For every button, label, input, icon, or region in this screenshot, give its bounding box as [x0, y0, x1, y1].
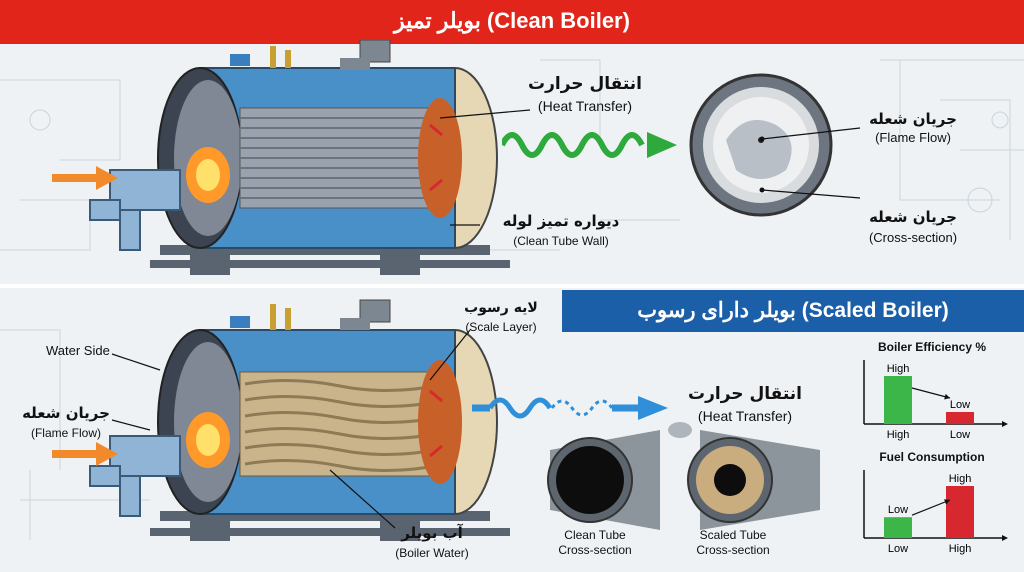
- category-label: Low: [950, 429, 970, 441]
- clean-boiler-title: بویلر تمیز (Clean Boiler): [394, 8, 630, 33]
- bar-label: High: [887, 363, 910, 375]
- flame-input-arrow-bottom: [52, 442, 118, 466]
- clean-pipe-cross-section: [689, 73, 833, 217]
- x-axis-arrowhead: [1002, 535, 1008, 541]
- section-divider: [0, 284, 1024, 288]
- scale-layer-label-fa: لایه رسوب: [464, 300, 538, 316]
- bar-low: [946, 412, 974, 424]
- flame-flow-label-en: (Flame Flow): [875, 130, 951, 145]
- heat-transfer-wave-arrow: [502, 132, 677, 158]
- bottom-heat-transfer-en: (Heat Transfer): [697, 408, 793, 424]
- scaled-tube-label-1: Scaled Tube: [699, 528, 767, 542]
- scaled-boiler-title: بویلر دارای رسوب (Scaled Boiler): [637, 299, 949, 322]
- boiler-water-label-en: (Boiler Water): [395, 546, 469, 560]
- scaled-boiler-illustration: [89, 299, 510, 541]
- heat-transfer-label-en: (Heat Transfer): [537, 98, 633, 114]
- bottom-heat-transfer-fa: انتقال حرارت: [688, 384, 802, 404]
- bar-label: Low: [950, 399, 970, 411]
- weak-heat-transfer-wave-arrow: [472, 396, 668, 420]
- bar-low: [884, 517, 912, 538]
- trend-arrow: [911, 499, 951, 516]
- trend-arrowhead: [944, 393, 950, 400]
- bar-high: [884, 376, 912, 424]
- bar-high: [946, 486, 974, 538]
- efficiency-chart-title: Boiler Efficiency %: [877, 340, 987, 354]
- bottom-flame-flow-fa: جریان شعله: [22, 404, 110, 422]
- bar-label: High: [949, 473, 972, 485]
- magnified-pipe-cross-sections: [547, 422, 820, 530]
- water-side-label: Water Side: [46, 343, 110, 358]
- category-label: Low: [888, 543, 908, 555]
- flame-input-arrow: [52, 166, 118, 190]
- clean-tube-wall-label-en: (Clean Tube Wall): [513, 234, 609, 248]
- bottom-flame-flow-en: (Flame Flow): [30, 426, 101, 440]
- scaled-tube-label-2: Cross-section: [696, 543, 770, 557]
- flame-flow-label-fa: جریان شعله: [869, 110, 957, 128]
- trend-arrowhead: [944, 499, 950, 505]
- fuel-chart-title: Fuel Consumption: [879, 450, 985, 464]
- x-axis-arrowhead: [1002, 421, 1008, 427]
- category-label: High: [949, 543, 972, 555]
- clean-tube-wall-label-fa: دیواره تمیز لوله: [502, 212, 620, 230]
- top-callout-lines: [439, 109, 861, 226]
- clean-tube-label-2: Cross-section: [558, 543, 632, 557]
- boiler-water-label-fa: آب بویلر: [401, 524, 463, 542]
- category-label: High: [887, 429, 910, 441]
- heat-transfer-label-fa: انتقال حرارت: [528, 74, 642, 94]
- cross-section-label-en: (Cross-section): [868, 230, 958, 245]
- cross-section-label-fa: جریان شعله: [869, 208, 957, 226]
- trend-arrow: [911, 387, 951, 399]
- scaled-boiler-banner: بویلر دارای رسوب (Scaled Boiler): [562, 290, 1024, 332]
- clean-boiler-banner: بویلر تمیز (Clean Boiler): [0, 0, 1024, 44]
- clean-boiler-illustration: [89, 40, 510, 275]
- scale-layer-label-en: (Scale Layer): [465, 320, 537, 334]
- clean-tube-label-1: Clean Tube: [564, 528, 626, 542]
- bar-label: Low: [888, 504, 908, 516]
